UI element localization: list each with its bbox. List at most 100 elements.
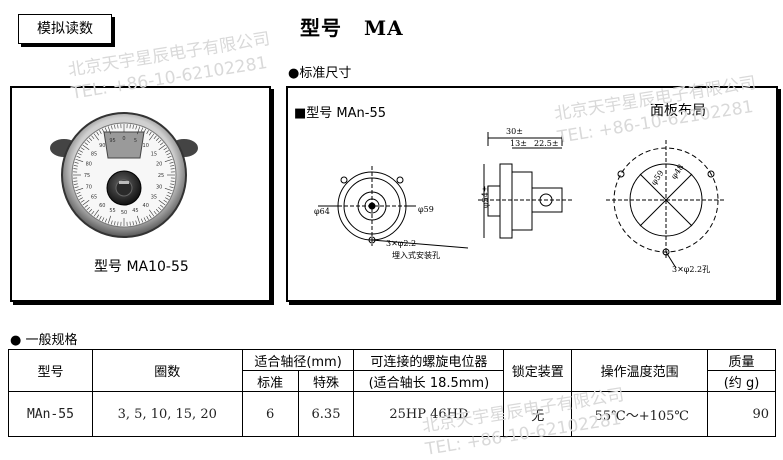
dial-tick — [135, 125, 137, 130]
dial-tick — [102, 128, 105, 133]
header-lock: 锁定装置 — [503, 349, 573, 392]
dial-tick — [170, 165, 175, 167]
hole-left-label: 3✕φ2.2 — [386, 239, 416, 248]
dial-tick — [74, 186, 79, 188]
header-pot-line1: 可连接的螺旋电位器 — [353, 349, 505, 371]
dial-tick — [165, 150, 169, 153]
side-view — [478, 132, 572, 239]
dial-tick — [96, 131, 100, 136]
dial-number: 45 — [132, 208, 138, 214]
cell-lock: 无 — [503, 391, 573, 437]
header-temp: 操作温度范围 — [571, 349, 709, 392]
dial-number: 65 — [91, 195, 97, 201]
dial-tick — [104, 218, 107, 223]
dial-tick — [148, 214, 152, 219]
cell-mass: 90 — [707, 391, 776, 437]
dim-64-label: φ64 — [314, 207, 330, 216]
dial-tick — [160, 142, 164, 146]
title-model: MA — [364, 16, 404, 40]
dim-13-label: 13± — [510, 139, 527, 148]
dial-tick — [91, 135, 95, 139]
dial-tick — [165, 197, 169, 200]
dial-tick — [146, 216, 149, 220]
dial-number: 70 — [86, 184, 92, 190]
dial-number: 90 — [99, 143, 105, 149]
dial-tick — [104, 127, 107, 132]
dial-number: 60 — [99, 203, 105, 209]
dial-number: 5 — [134, 138, 137, 144]
dial-tick — [169, 186, 174, 188]
dial-tick — [114, 221, 116, 226]
dial-number: 15 — [151, 151, 157, 157]
header-pot-line2: (适合轴长 18.5mm) — [353, 370, 505, 392]
table-subheader-row: 标准 特殊 (适合轴长 18.5mm) (约 g) — [9, 370, 776, 392]
dial-tick — [163, 199, 168, 203]
dial-tick — [84, 204, 88, 208]
mount-hole-label: 埋入式安装孔 — [392, 250, 440, 260]
cell-temp: -55℃～+105℃ — [571, 391, 709, 437]
dial-tick — [163, 147, 168, 151]
dim-30-label: 30± — [506, 127, 523, 136]
dial-number: 95 — [109, 138, 115, 144]
dim-22-5-label: 22.5± — [534, 139, 559, 148]
dial-tick — [137, 215, 141, 224]
dim-59-label: φ59 — [418, 205, 434, 214]
dial-number: 55 — [109, 208, 115, 214]
dim-p59-label: φ59 — [649, 169, 665, 187]
table-header-row: 型号 圈数 适合轴径(mm) 可连接的螺旋电位器 锁定装置 操作温度范围 质量 — [8, 349, 776, 392]
dial-tick — [86, 206, 90, 211]
dial-tick — [160, 204, 164, 208]
dial-tick — [88, 137, 93, 141]
dial-tick — [129, 221, 131, 226]
dial-tick — [153, 211, 157, 215]
front-view — [318, 166, 469, 249]
dial-tick — [149, 209, 155, 217]
dimension-drawings: φ64 φ59 3✕φ2.2 埋入式安装孔 30± 13± 22.5± φ54± — [314, 127, 726, 274]
dial-number: 75 — [84, 173, 90, 179]
dial-tick — [170, 168, 175, 170]
dial-tick — [167, 192, 172, 195]
dial-number: 20 — [156, 162, 162, 168]
knob-marker — [119, 181, 129, 184]
header-shaft-std: 标准 — [241, 370, 299, 392]
dial-tick — [102, 217, 105, 222]
photo-caption: 型号 MA10-55 — [94, 259, 189, 275]
dial-tick — [79, 197, 83, 200]
dial-tick — [148, 131, 152, 136]
dial-tick — [169, 162, 174, 164]
header-mass-line2: (约 g) — [707, 370, 776, 392]
dial-tick — [167, 155, 172, 158]
dial-tick — [107, 215, 111, 224]
dial-tick — [158, 139, 162, 144]
dial-tick — [164, 158, 173, 162]
dial-tick — [73, 180, 78, 182]
dial-tick — [73, 165, 78, 167]
dial-ticks — [73, 124, 175, 226]
dial-tick — [80, 199, 85, 203]
dial-tick — [170, 180, 175, 182]
dial-tick — [107, 126, 111, 135]
dial-tick — [73, 183, 78, 185]
panel-layout-title: 面板布局 — [650, 103, 706, 119]
dial-tick — [82, 200, 90, 206]
cell-turns: 3, 5, 10, 15, 20 — [91, 391, 243, 437]
dial-tick — [158, 144, 166, 150]
dial-tick — [79, 150, 83, 153]
dial-tick — [75, 158, 84, 162]
cell-model: MAn-55 — [8, 391, 93, 437]
dial-number: 10 — [143, 143, 149, 149]
dial-tick — [93, 209, 99, 217]
dial-tick — [117, 221, 119, 226]
dial-tick — [149, 133, 155, 141]
dial-tick — [155, 137, 160, 141]
dial-tick — [141, 127, 144, 132]
dial-number: 25 — [158, 173, 164, 179]
dial-tick — [141, 218, 144, 223]
dial-number: 40 — [143, 203, 149, 209]
dial-tick — [135, 220, 137, 225]
dial-tick — [84, 142, 88, 146]
